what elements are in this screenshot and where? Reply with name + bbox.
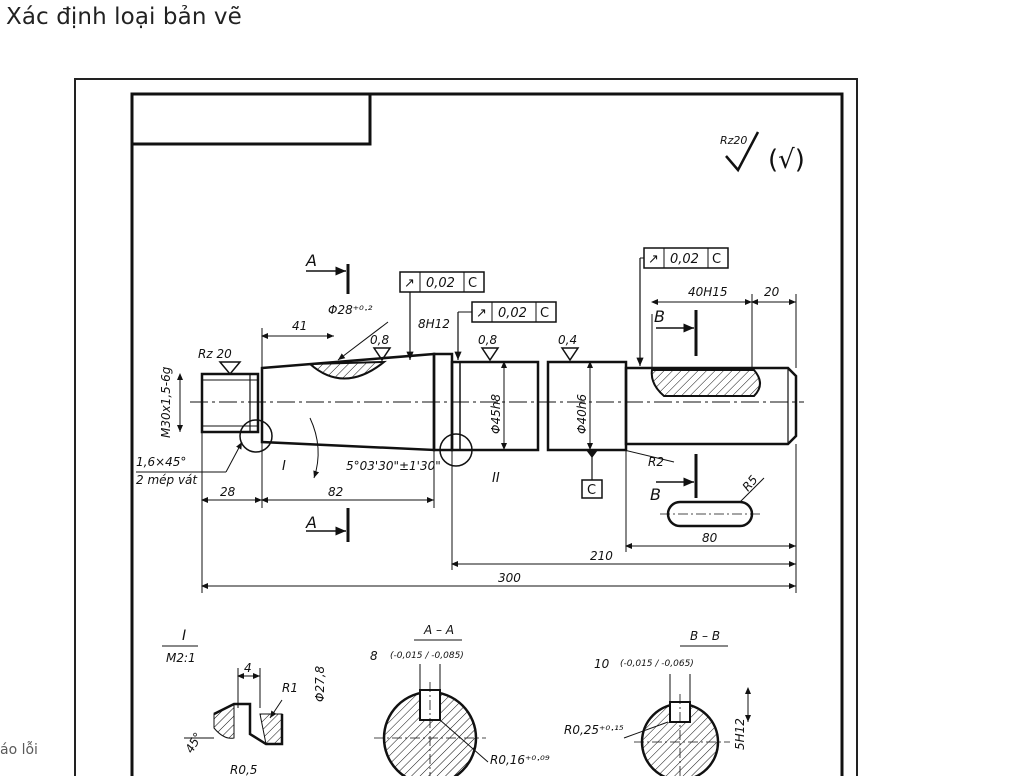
svg-text:0,02: 0,02 [670, 252, 699, 267]
roughness-thread: Rz 20 [198, 347, 242, 376]
svg-text:5H12: 5H12 [733, 718, 747, 750]
dim-8h12: 8H12 [418, 317, 450, 331]
svg-text:(-0,015 / -0,085): (-0,015 / -0,085) [390, 651, 464, 661]
svg-text:M2:1: M2:1 [166, 651, 196, 665]
dim-chamfer-note: 2 mép vát [136, 473, 198, 487]
dim-210: 210 [590, 549, 613, 563]
dim-phi45: Φ45h8 [489, 394, 503, 434]
svg-text:10: 10 [594, 657, 610, 671]
svg-text:0,8: 0,8 [370, 333, 389, 347]
svg-text:C: C [540, 306, 549, 321]
roughness-08a: 0,8 [370, 333, 392, 362]
svg-text:I: I [182, 628, 186, 644]
section-b-mark-bottom: B [650, 454, 698, 504]
svg-text:R0,25⁺⁰·¹⁵: R0,25⁺⁰·¹⁵ [564, 723, 624, 737]
svg-text:8: 8 [370, 649, 378, 663]
section-bb-view: B – B 10 (-0,015 / -0,065) R0,25⁺⁰·¹⁵ 5H… [564, 629, 751, 780]
section-aa-view: A – A 8 (-0,015 / -0,085) R0,16⁺⁰·⁰⁹ [370, 623, 550, 780]
section-b-mark-top: B [654, 307, 698, 356]
svg-text:↗: ↗ [404, 276, 415, 291]
keyway-b-hatch [650, 369, 761, 397]
dim-thread: M30x1,5-6g [159, 366, 173, 438]
svg-text:(-0,015 / -0,065): (-0,015 / -0,065) [620, 659, 694, 669]
report-error-link[interactable]: áo lỗi [0, 742, 38, 758]
dim-41: 41 [292, 319, 307, 333]
shaft-phi45 [450, 360, 540, 452]
svg-text:R0,5: R0,5 [230, 763, 257, 776]
roughness-04: 0,4 [558, 333, 580, 362]
detail-i-circle [239, 419, 273, 453]
svg-text:C: C [587, 483, 596, 498]
svg-text:Φ27,8: Φ27,8 [313, 665, 327, 702]
svg-text:0,8: 0,8 [478, 333, 497, 347]
svg-text:↗: ↗ [648, 252, 659, 267]
detail-ii-circle [439, 433, 473, 467]
surface-finish-other: (√) [768, 145, 805, 175]
dim-28: 28 [220, 485, 236, 499]
page-title: Xác định loại bản vẽ [6, 4, 242, 30]
svg-text:4: 4 [244, 661, 252, 675]
dim-chamfer: 1,6×45° [136, 455, 186, 469]
tolerance-frame-2: ↗ 0,02 C [454, 301, 557, 360]
technical-drawing: Rz20 (√) I II A A B [74, 78, 858, 780]
roughness-08b: 0,8 [478, 333, 500, 362]
svg-text:Rz 20: Rz 20 [198, 347, 232, 361]
section-a-mark-top: A [305, 251, 350, 294]
taper-keyway-hatch [307, 360, 387, 380]
datum-c: C [581, 450, 603, 499]
dim-80: 80 [702, 531, 718, 545]
svg-text:C: C [712, 252, 721, 267]
dim-300: 300 [498, 571, 521, 585]
svg-text:0,02: 0,02 [498, 306, 527, 321]
dim-phi28: Φ28⁺⁰·² [328, 303, 373, 317]
detail-ii-label: II [492, 471, 500, 486]
svg-text:C: C [468, 276, 477, 291]
svg-text:A: A [305, 513, 317, 532]
dim-r2: R2 [648, 455, 664, 469]
svg-text:R0,16⁺⁰·⁰⁹: R0,16⁺⁰·⁰⁹ [490, 753, 550, 767]
surface-finish-symbol: Rz20 (√) [720, 131, 805, 175]
svg-text:↗: ↗ [476, 306, 487, 321]
svg-text:0,4: 0,4 [558, 333, 577, 347]
svg-text:R1: R1 [282, 681, 298, 695]
outer-border [74, 78, 858, 780]
dim-taper: 5°03'30"±1'30" [346, 459, 441, 473]
surface-finish-label: Rz20 [720, 134, 747, 147]
dim-82: 82 [328, 485, 343, 499]
svg-text:A – A: A – A [423, 623, 454, 637]
inner-frame [130, 92, 844, 780]
svg-text:B: B [650, 485, 661, 504]
svg-text:0,02: 0,02 [426, 276, 455, 291]
title-box [132, 94, 372, 146]
svg-text:B: B [654, 307, 665, 326]
dimension-lines [136, 294, 797, 593]
tolerance-frame-1: ↗ 0,02 C [399, 271, 485, 360]
svg-text:B – B: B – B [690, 629, 720, 643]
dim-40h15: 40H15 [688, 285, 728, 299]
section-a-mark-bottom: A [305, 508, 350, 542]
dim-phi40: Φ40h6 [575, 394, 589, 434]
detail-i-label: I [282, 459, 286, 474]
tolerance-frame-3: ↗ 0,02 C [636, 247, 729, 366]
dim-20: 20 [764, 285, 780, 299]
svg-text:A: A [305, 251, 317, 270]
